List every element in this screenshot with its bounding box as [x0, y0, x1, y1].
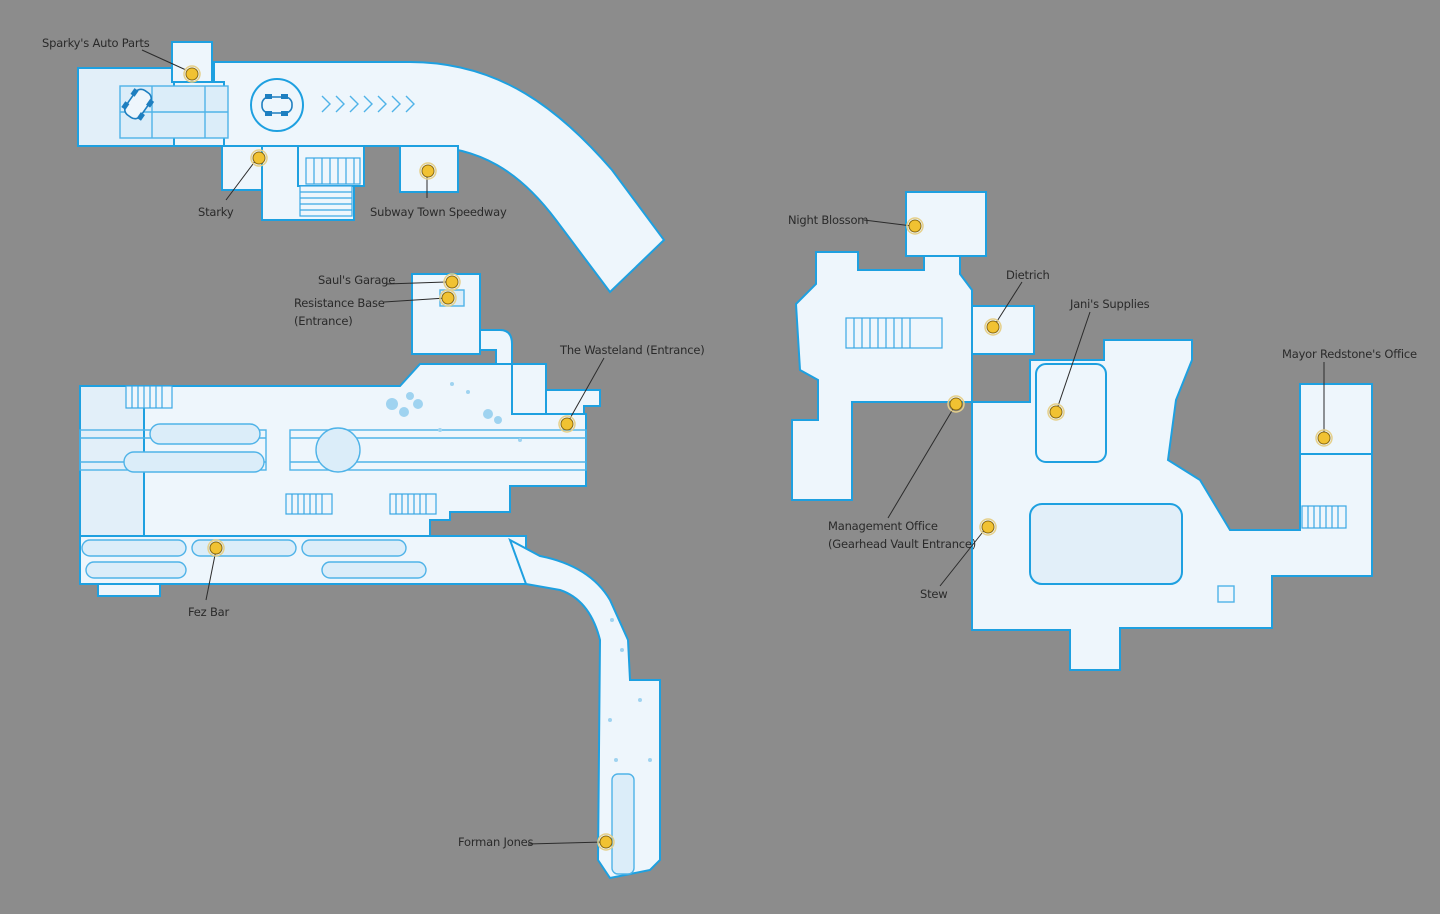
tunnel-train — [611, 773, 635, 875]
mayor-office-room — [1299, 383, 1373, 455]
marker-icon[interactable] — [443, 273, 461, 291]
label-resistance-base-entrance: (Entrance) — [294, 314, 353, 328]
cave-tunnel — [508, 537, 661, 880]
stairs-icon — [125, 385, 173, 409]
marker-icon[interactable] — [183, 65, 201, 83]
label-sparkys-auto-parts[interactable]: Sparky's Auto Parts — [42, 36, 150, 50]
label-gearhead-vault-entrance: (Gearhead Vault Entrance) — [828, 537, 976, 551]
label-mayor-redstones-office[interactable]: Mayor Redstone's Office — [1282, 347, 1417, 361]
central-pool — [1029, 503, 1183, 585]
label-management-office[interactable]: Management Office — [828, 519, 938, 533]
marker-icon[interactable] — [984, 318, 1002, 336]
marker-icon[interactable] — [597, 833, 615, 851]
label-the-wasteland[interactable]: The Wasteland (Entrance) — [559, 343, 705, 357]
crate — [1217, 585, 1235, 603]
label-forman-jones[interactable]: Forman Jones — [458, 835, 534, 849]
rubble — [386, 382, 522, 442]
stairs-icon — [1301, 505, 1347, 529]
location-markers — [183, 65, 1333, 851]
car-icon — [261, 94, 293, 116]
stairs-icon — [305, 157, 361, 185]
rail-tracks — [79, 423, 587, 473]
label-janis-supplies[interactable]: Jani's Supplies — [1069, 297, 1150, 311]
label-dietrich[interactable]: Dietrich — [1006, 268, 1050, 282]
label-resistance-base[interactable]: Resistance Base — [294, 296, 385, 310]
stairs-icon — [285, 493, 333, 515]
label-stew[interactable]: Stew — [920, 587, 948, 601]
sauls-garage-room — [411, 273, 481, 355]
station-area — [79, 273, 661, 880]
platform-ledge — [97, 583, 161, 597]
label-sauls-garage[interactable]: Saul's Garage — [318, 273, 395, 287]
label-fez-bar[interactable]: Fez Bar — [188, 605, 230, 619]
car-icon — [121, 88, 155, 121]
marker-icon[interactable] — [250, 149, 268, 167]
stairs-icon — [845, 317, 943, 349]
label-starky[interactable]: Starky — [198, 205, 234, 219]
marker-icon[interactable] — [906, 217, 924, 235]
location-labels: Sparky's Auto Parts Starky Subway Town S… — [42, 36, 1417, 849]
marker-icon[interactable] — [979, 518, 997, 536]
marker-icon[interactable] — [439, 289, 457, 307]
track-chevrons — [321, 95, 415, 113]
leader-lines — [141, 49, 1325, 845]
marker-icon[interactable] — [419, 162, 437, 180]
trains — [81, 539, 427, 579]
stairs-icon — [389, 493, 437, 515]
marker-icon[interactable] — [207, 539, 225, 557]
marker-icon[interactable] — [1315, 429, 1333, 447]
speedway-track — [213, 61, 666, 294]
marker-icon[interactable] — [1047, 403, 1065, 421]
janis-supplies-room — [1035, 363, 1107, 463]
speedway-area — [77, 41, 666, 294]
stairs-icon — [299, 185, 353, 217]
dietrich-room — [971, 305, 1035, 355]
label-night-blossom[interactable]: Night Blossom — [788, 213, 868, 227]
label-subway-town-speedway[interactable]: Subway Town Speedway — [370, 205, 507, 219]
cave-debris — [608, 618, 652, 762]
marker-icon[interactable] — [558, 415, 576, 433]
town-area — [791, 191, 1373, 671]
marker-icon[interactable] — [947, 395, 965, 413]
